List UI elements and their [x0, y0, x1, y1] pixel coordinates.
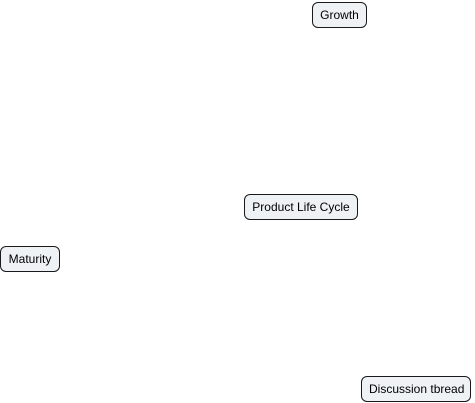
node-maturity[interactable]: Maturity	[0, 246, 60, 272]
node-discussion-thread[interactable]: Discussion tbread	[361, 376, 471, 402]
node-product-life-cycle[interactable]: Product Life Cycle	[244, 194, 358, 220]
node-growth[interactable]: Growth	[312, 2, 367, 28]
